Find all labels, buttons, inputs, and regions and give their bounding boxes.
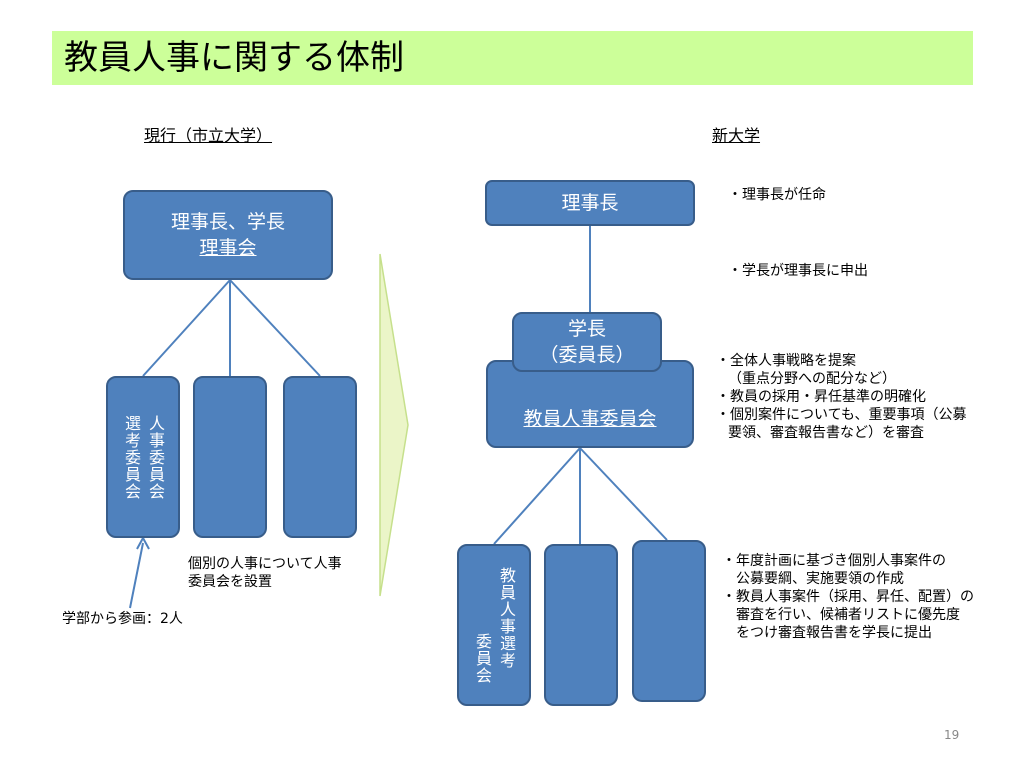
- right-line-3: [579, 447, 668, 541]
- left-committee-col2: 選考委員会: [122, 414, 141, 500]
- chair-box-label: 理事長: [561, 192, 619, 214]
- chair-box: 理事長: [485, 180, 695, 226]
- note-selection-line2: 公募要綱、実施要領の作成: [736, 571, 904, 587]
- president-box-line2: （委員長）: [539, 344, 635, 366]
- faculty-note: 学部から参画：2人: [62, 611, 183, 627]
- transition-arrow: [379, 253, 409, 597]
- title-bar: [52, 31, 973, 85]
- note-propose: ・学長が理事長に申出: [728, 263, 868, 279]
- note-selection-line5: をつけ審査報告書を学長に提出: [736, 625, 932, 641]
- left-committee-box: 人事委員会 選考委員会: [106, 376, 180, 538]
- right-empty-box-2: [632, 540, 706, 702]
- page-number: 19: [944, 728, 960, 742]
- left-top-line1: 理事長、学長: [170, 211, 285, 233]
- selection-committee-col2: 委員会: [473, 632, 492, 684]
- note-selection-duties: ・年度計画に基づき個別人事案件の 公募要綱、実施要領の作成 ・教員人事案件（採用…: [722, 552, 974, 642]
- right-line-1: [493, 447, 581, 545]
- note-duties-line4: ・個別案件についても、重要事項（公募: [716, 407, 967, 423]
- left-note-line1: 個別の人事について人事: [188, 556, 342, 572]
- left-line-3: [229, 279, 321, 377]
- right-empty-box-1: [544, 544, 618, 706]
- left-empty-box-1: [193, 376, 267, 538]
- left-top-line2: 理事会: [199, 237, 257, 259]
- left-empty-box-2: [283, 376, 357, 538]
- left-note-line2: 委員会を設置: [188, 574, 272, 590]
- faculty-arrow-line: [129, 542, 144, 609]
- left-line-1: [142, 279, 231, 377]
- note-duties-line3: ・教員の採用・昇任基準の明確化: [716, 389, 926, 405]
- note-duties-line5: 要領、審査報告書など）を審査: [728, 425, 924, 441]
- slide-title: 教員人事に関する体制: [64, 38, 404, 78]
- left-heading: 現行（市立大学）: [144, 126, 273, 145]
- left-top-box: 理事長、学長 理事会: [123, 190, 333, 280]
- selection-committee-box: 教員人事選考 委員会: [457, 544, 531, 706]
- note-committee-duties: ・全体人事戦略を提案 （重点分野への配分など） ・教員の採用・昇任基準の明確化 …: [716, 352, 966, 442]
- faculty-arrow-head: [136, 535, 150, 550]
- president-box: 学長 （委員長）: [512, 312, 662, 372]
- note-duties-line2: （重点分野への配分など）: [728, 371, 896, 387]
- note-appoint: ・理事長が任命: [728, 187, 826, 203]
- note-selection-line4: 審査を行い、候補者リストに優先度: [736, 607, 960, 623]
- note-selection-line1: ・年度計画に基づき個別人事案件の: [722, 553, 946, 569]
- committee-box: 教員人事委員会: [486, 360, 694, 448]
- committee-box-label: 教員人事委員会: [523, 408, 657, 430]
- note-selection-line3: ・教員人事案件（採用、昇任、配置）の: [722, 589, 974, 605]
- president-box-line1: 学長: [567, 318, 606, 340]
- left-note: 個別の人事について人事 委員会を設置: [188, 555, 342, 591]
- right-heading: 新大学: [712, 126, 761, 145]
- left-committee-col1: 人事委員会: [146, 414, 165, 500]
- note-duties-line1: ・全体人事戦略を提案: [716, 353, 856, 369]
- selection-committee-col1: 教員人事選考: [497, 566, 516, 669]
